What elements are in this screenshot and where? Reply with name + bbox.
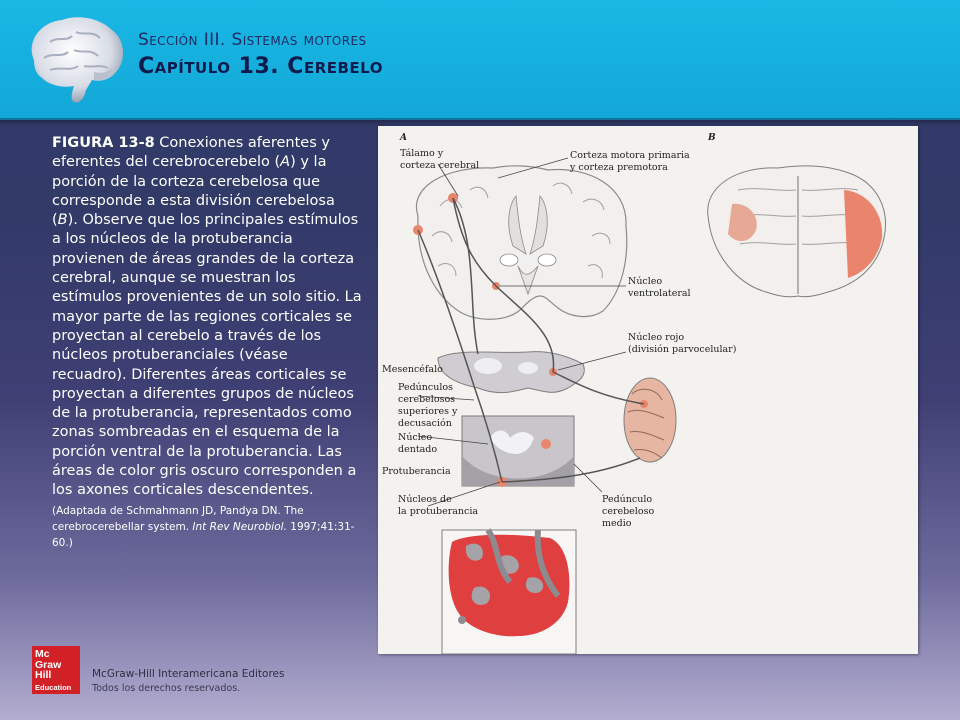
- label-pedunculo-medio-3: medio: [602, 518, 632, 529]
- label-nucleo-vl-1: Núcleo: [628, 276, 662, 287]
- label-nucleos-prot-2: la protuberancia: [398, 506, 478, 517]
- label-corteza-motora-1: Corteza motora primaria: [570, 150, 690, 161]
- label-pedunculos-2: cerebelosos: [398, 394, 455, 405]
- label-pedunculo-medio-2: cerebeloso: [602, 506, 654, 517]
- pons-nuclei-inset: [441, 528, 577, 654]
- cerebellum-panel-b: [707, 165, 886, 298]
- label-corteza-motora-2: y corteza premotora: [569, 162, 668, 173]
- anatomy-figure: A B: [378, 126, 918, 654]
- figure-label: FIGURA 13-8: [52, 135, 155, 151]
- figure-caption: FIGURA 13-8 Conexiones aferentes y efere…: [52, 134, 364, 551]
- label-pedunculo-medio-1: Pedúnculo: [602, 494, 652, 505]
- brain-icon: [31, 17, 124, 103]
- caption-ref-a: A: [280, 154, 291, 171]
- caption-reference: (Adaptada de Schmahmann JD, Pandya DN. T…: [52, 504, 355, 549]
- pons-section: [461, 415, 575, 487]
- label-pedunculos-3: superiores y: [398, 406, 458, 417]
- label-nucleo-rojo-1: Núcleo rojo: [628, 332, 684, 343]
- chapter-title: Capítulo 13. Cerebelo: [138, 54, 383, 79]
- label-talamo-1: Tálamo y: [400, 148, 444, 159]
- pathway-lines: [417, 197, 645, 483]
- footer-publisher: McGraw-Hill Interamericana Editores: [92, 668, 285, 680]
- caption-text-2: ) y la porción de la corteza cerebelosa …: [52, 154, 335, 229]
- label-nucleo-rojo-2: (división parvocelular): [628, 344, 736, 355]
- caption-text-1: Conexiones aferentes y eferentes del cer…: [52, 135, 330, 171]
- leader-lines: [417, 157, 627, 507]
- label-pedunculos-4: decusación: [398, 418, 452, 429]
- label-pedunculos-1: Pedúnculos: [398, 382, 453, 393]
- footer-rights: Todos los derechos reservados.: [92, 683, 241, 694]
- header-bar: Sección III. Sistemas motores Capítulo 1…: [0, 0, 960, 120]
- mcgraw-hill-logo: Mc Graw Hill Education: [32, 646, 80, 694]
- caption-ref-b: B: [57, 212, 68, 229]
- panel-b-label: B: [707, 133, 716, 143]
- label-protuberancia: Protuberancia: [382, 466, 451, 477]
- label-nucleo-dentado-2: dentado: [398, 444, 437, 455]
- caption-text-3: ). Observe que los principales estímulos…: [52, 212, 362, 499]
- coronal-brain-section: [413, 165, 628, 320]
- section-title: Sección III. Sistemas motores: [138, 30, 367, 50]
- panel-a-label: A: [399, 133, 407, 143]
- cerebellum-dentate: [623, 377, 677, 463]
- anatomy-illustration: A B: [382, 133, 886, 654]
- label-talamo-2: corteza cerebral: [400, 160, 479, 171]
- header-shadow: [0, 118, 960, 126]
- label-mesencefalo: Mesencéfalo: [382, 364, 443, 375]
- midbrain-section: [437, 351, 585, 394]
- label-nucleo-dentado-1: Núcleo: [398, 432, 432, 443]
- label-nucleo-vl-2: ventrolateral: [627, 288, 691, 299]
- label-nucleos-prot-1: Núcleos de: [398, 494, 452, 505]
